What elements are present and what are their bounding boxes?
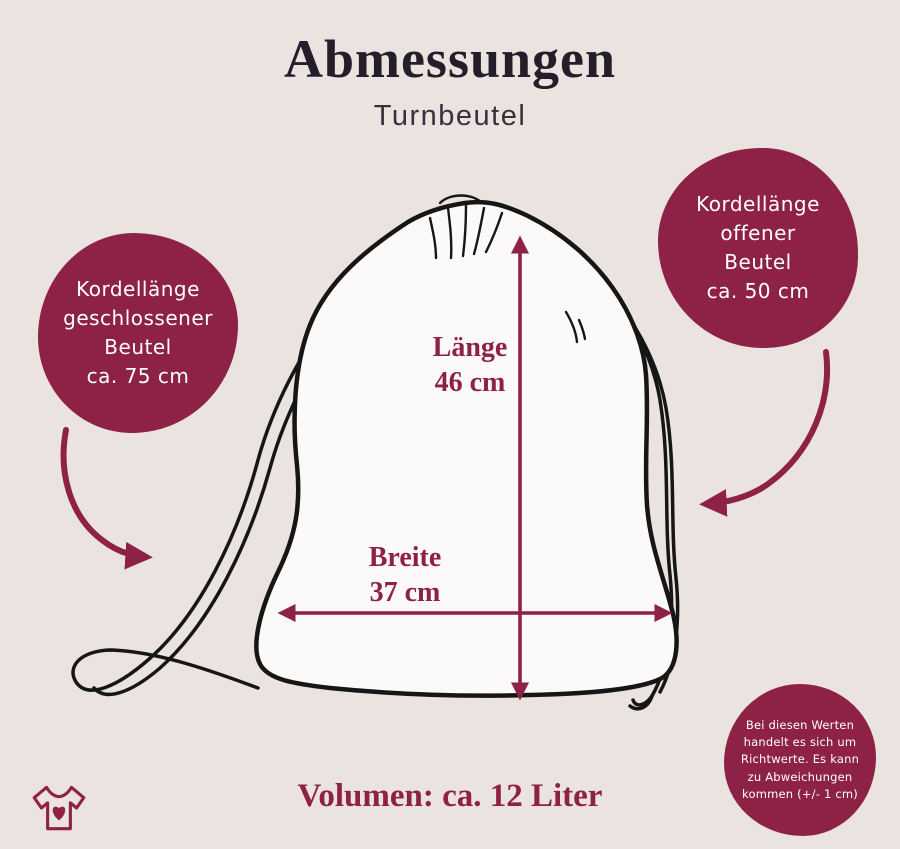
badge-line: ca. 75 cm <box>86 364 190 388</box>
fold-accent <box>564 310 587 344</box>
length-label: Länge <box>432 332 508 363</box>
measurement-length-label: Länge 46 cm <box>395 330 545 400</box>
left-curved-arrow <box>60 427 153 570</box>
badge-cord-closed: Kordellänge geschlossener Beutel ca. 75 … <box>38 233 238 433</box>
note-line: Richtwerte. Es kann <box>740 752 860 767</box>
badge-line: geschlossener <box>63 306 213 330</box>
right-curved-arrow <box>699 349 830 517</box>
badge-line: Kordellänge <box>696 192 820 216</box>
width-value: 37 cm <box>369 577 441 608</box>
tshirt-heart-logo <box>32 785 86 831</box>
volume-text: Volumen: ca. 12 Liter <box>297 778 603 814</box>
badge-line: offener <box>720 221 796 245</box>
heart-icon <box>52 806 66 821</box>
badge-cord-open: Kordellänge offener Beutel ca. 50 cm <box>658 148 858 348</box>
note-line: Bei diesen Werten <box>745 717 855 732</box>
width-label: Breite <box>368 542 442 573</box>
page-title: Abmessungen <box>283 29 617 89</box>
drawstring-bag-sketch <box>254 194 679 698</box>
badge-line: Kordellänge <box>76 277 200 301</box>
badge-line: Beutel <box>104 335 172 359</box>
measurement-width-label: Breite 37 cm <box>330 540 480 610</box>
badge-line: ca. 50 cm <box>706 279 810 303</box>
note-line: zu Abweichungen <box>747 769 853 784</box>
page-subtitle: Turnbeutel <box>373 100 527 132</box>
note-line: kommen (+/- 1 cm) <box>742 786 858 801</box>
length-value: 46 cm <box>434 367 506 398</box>
note-line: handelt es sich um <box>743 735 857 750</box>
badge-disclaimer: Bei diesen Werten handelt es sich um Ric… <box>724 684 876 836</box>
tshirt-outline <box>32 785 86 831</box>
badge-line: Beutel <box>724 250 792 274</box>
